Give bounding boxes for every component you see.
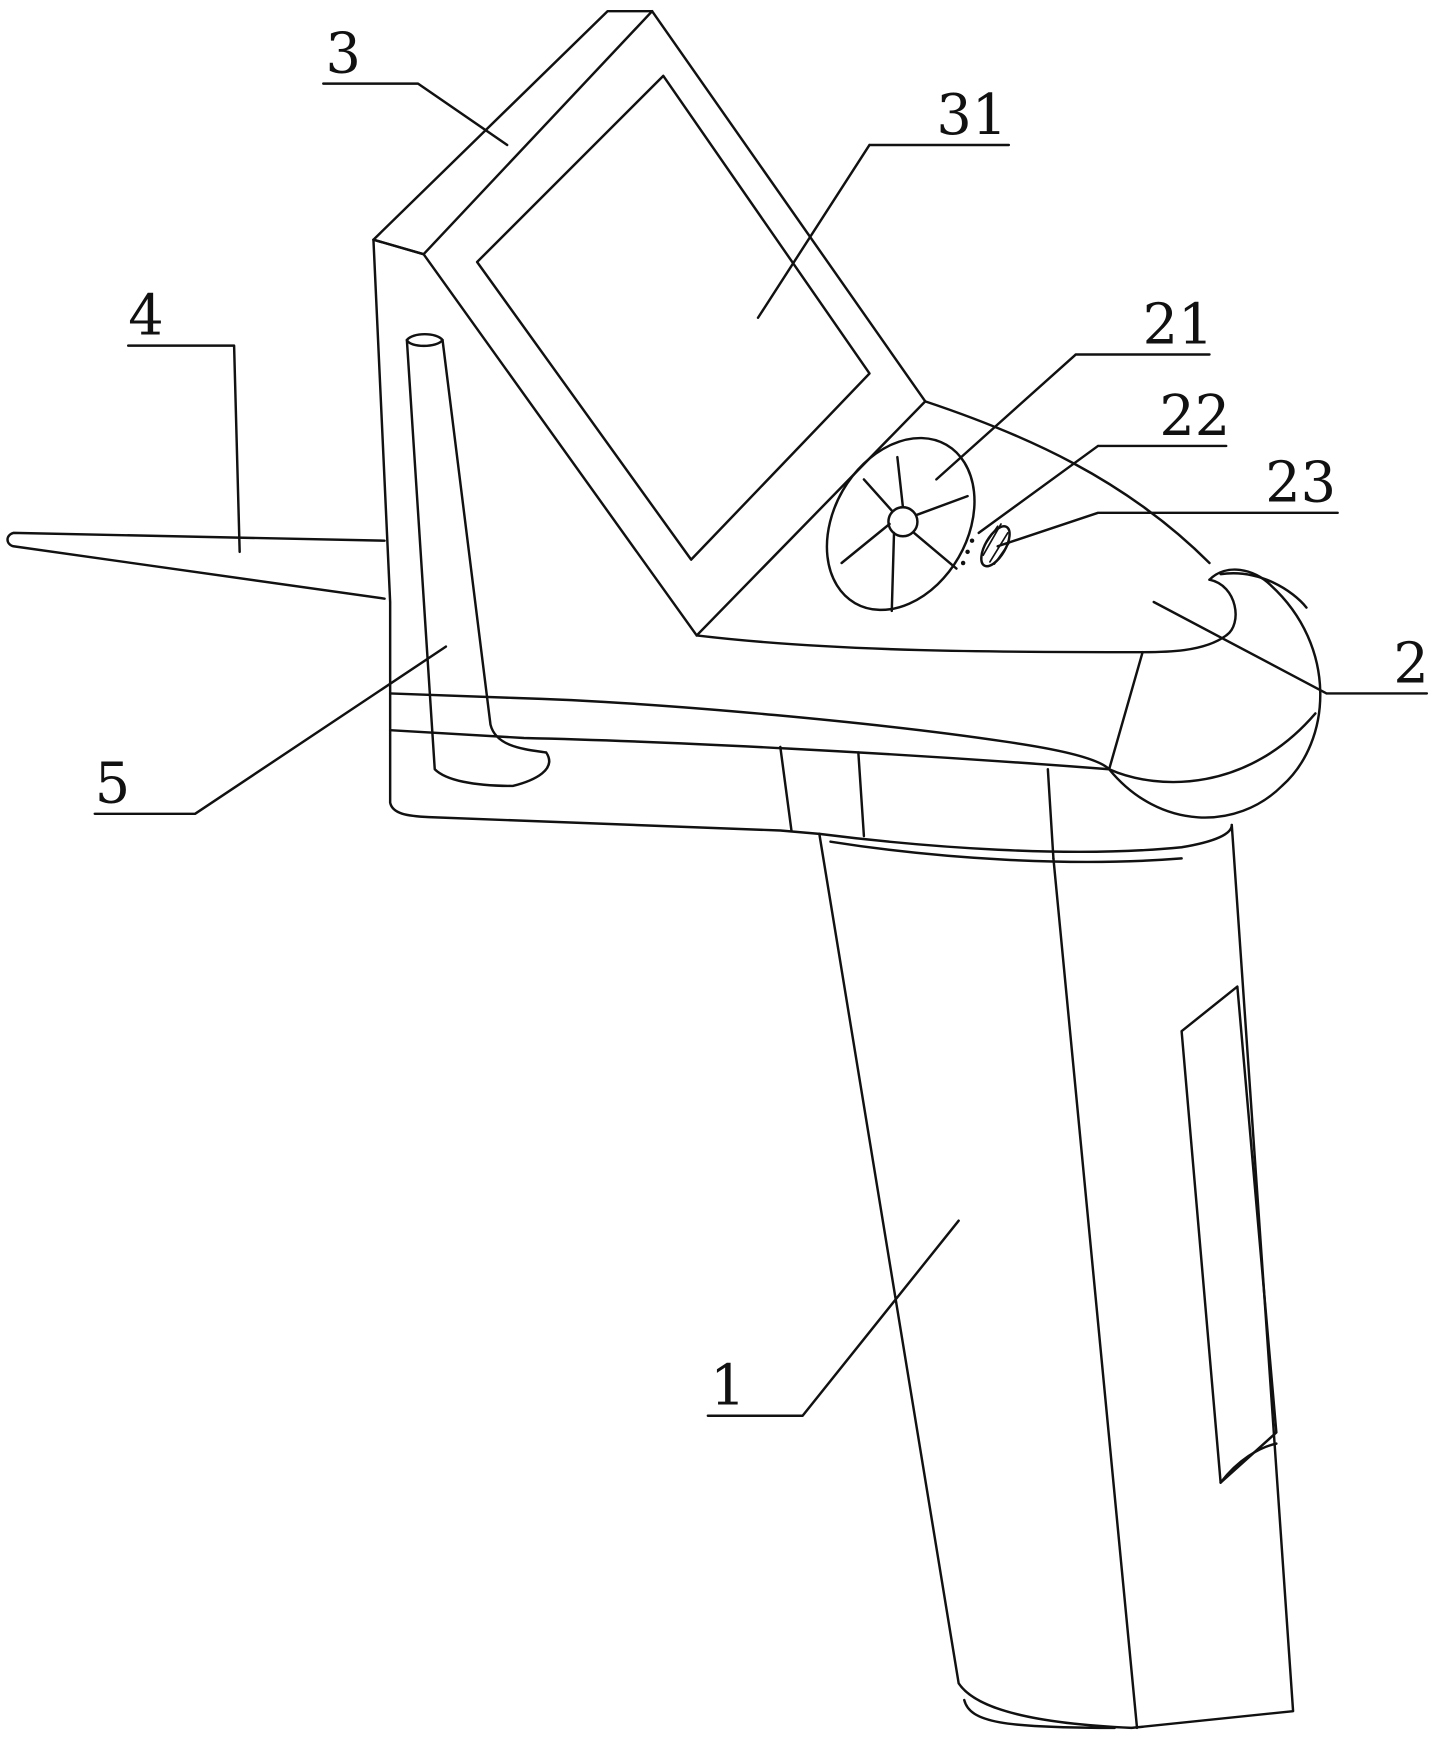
label-23: 23 [1265, 451, 1336, 516]
handle [819, 825, 1293, 1728]
holder [407, 334, 549, 786]
leader-lines [95, 84, 1427, 1416]
label-31: 31 [936, 83, 1007, 148]
speaker-grille [976, 522, 1016, 571]
label-3: 3 [326, 22, 361, 87]
label-4: 4 [128, 283, 163, 348]
display-housing [373, 11, 925, 635]
label-22: 22 [1159, 384, 1230, 449]
probe [8, 533, 385, 599]
screen [477, 76, 869, 560]
label-5: 5 [95, 752, 130, 817]
label-1: 1 [710, 1354, 745, 1419]
label-2: 2 [1393, 631, 1428, 696]
label-21: 21 [1143, 292, 1214, 357]
